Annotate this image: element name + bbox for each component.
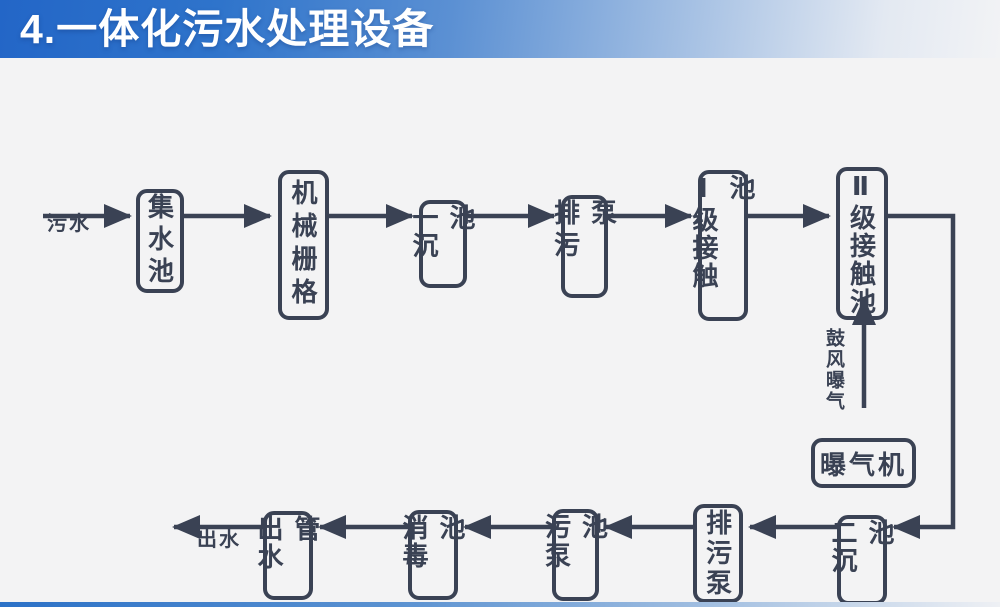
blast-aeration-label: 鼓风曝气 bbox=[823, 328, 844, 412]
node-mechanical-grid: 机械栅格 bbox=[278, 170, 329, 320]
node-sludge-pump-tank: 污泵池 bbox=[542, 509, 609, 601]
outlet-water-label: 出水 bbox=[197, 529, 241, 551]
node-stage-2-contact-tank: Ⅱ级接触池 bbox=[836, 167, 888, 320]
node-sewage-pump-2: 排污泵 bbox=[693, 504, 743, 603]
node-label: 污泵池 bbox=[541, 513, 609, 571]
node-label: 出水管 bbox=[254, 515, 321, 571]
node-sewage-pump-1: 排污泵 bbox=[551, 195, 618, 298]
node-label: 消毒池 bbox=[399, 514, 466, 570]
footer-accent-bar bbox=[0, 602, 1000, 607]
node-label: 排污泵 bbox=[550, 199, 618, 263]
node-disinfection-tank: 消毒池 bbox=[399, 510, 466, 600]
node-label: 集水池 bbox=[144, 193, 175, 289]
node-label: 一沉池 bbox=[409, 204, 476, 260]
slide-header: 4.一体化污水处理设备 bbox=[0, 0, 1000, 58]
inlet-water-label: 污水 bbox=[47, 213, 91, 235]
node-label: 机械栅格 bbox=[288, 179, 318, 311]
node-label: Ⅰ级接触池 bbox=[689, 174, 756, 290]
page-title: 4.一体化污水处理设备 bbox=[20, 6, 435, 52]
process-flow-diagram: 集水池 机械栅格 一沉池 排污泵 Ⅰ级接触池 Ⅱ级接触池 曝气机 二沉池 排污泵… bbox=[0, 58, 1000, 605]
node-primary-sedimentation-tank: 一沉池 bbox=[409, 200, 476, 288]
node-aerator: 曝气机 bbox=[811, 438, 916, 488]
node-secondary-sedimentation-tank: 二沉池 bbox=[828, 515, 895, 605]
node-label: Ⅱ级接触池 bbox=[846, 171, 877, 316]
node-outlet-pipe: 出水管 bbox=[254, 511, 321, 600]
node-label: 二沉池 bbox=[828, 519, 895, 575]
node-collecting-tank: 集水池 bbox=[136, 189, 184, 293]
node-label: 曝气机 bbox=[819, 449, 907, 480]
node-stage-1-contact-tank: Ⅰ级接触池 bbox=[689, 170, 756, 321]
node-label: 排污泵 bbox=[702, 508, 733, 599]
